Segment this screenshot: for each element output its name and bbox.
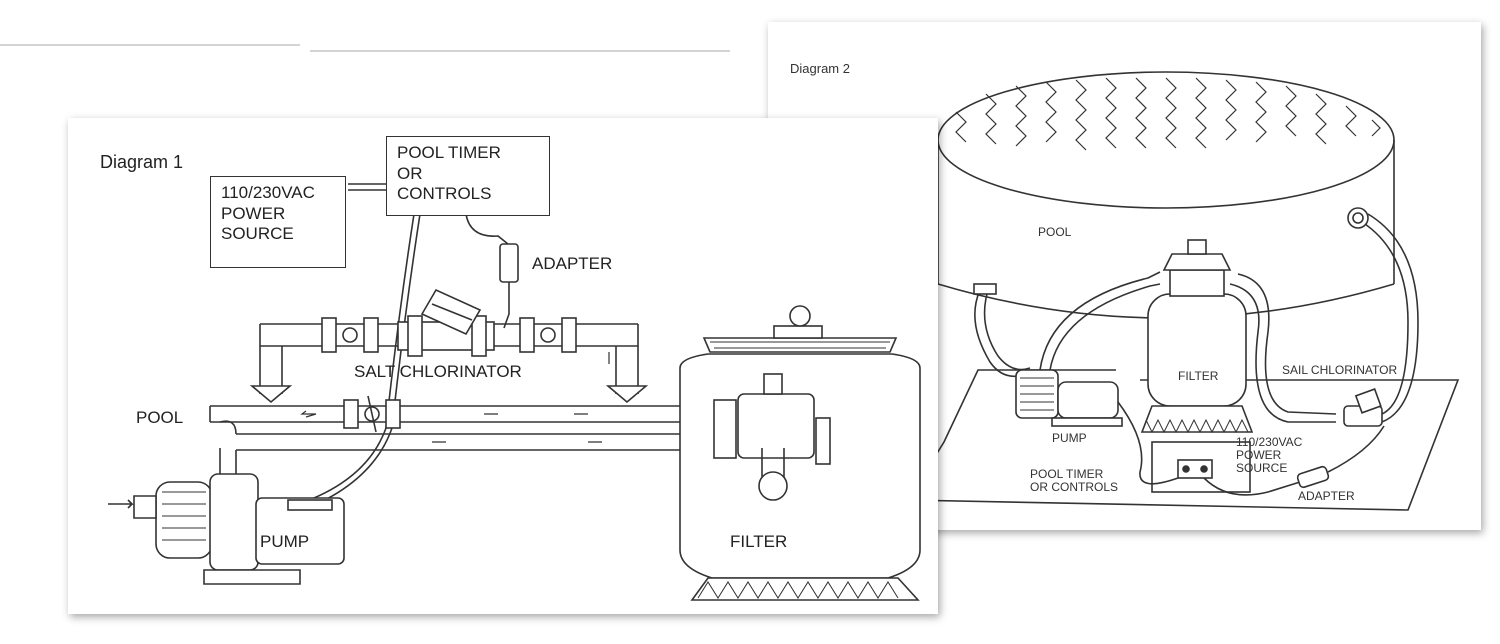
hose-from-pool	[974, 289, 1027, 378]
multiport-valve	[737, 393, 815, 459]
power-source-label: 110/230VAC POWER SOURCE	[1236, 435, 1303, 476]
filter-lid	[702, 337, 898, 353]
diagram-1-title: Diagram 1	[100, 152, 184, 172]
pump-motor	[255, 497, 345, 565]
pool-label: POOL	[1038, 225, 1072, 239]
filter-label: FILTER	[730, 532, 788, 551]
water-pattern	[955, 77, 1381, 151]
adapter-block	[499, 243, 519, 283]
salt-chlorinator-label: SALT CHLORINATOR	[354, 362, 522, 381]
diagram-1-panel: Diagram 1 110/230VAC POWER SOURCE POOL T…	[68, 118, 938, 614]
pool-rim	[937, 71, 1395, 209]
adapter-block	[1296, 465, 1330, 489]
pool-timer-label: POOL TIMER OR CONTROLS	[1030, 467, 1119, 495]
diagram-2-drawing	[906, 71, 1460, 511]
pressure-gauge	[789, 305, 811, 327]
page-edge-rule	[310, 50, 730, 52]
filter-tank	[679, 353, 921, 579]
filter-neck	[1169, 269, 1225, 297]
filter-label: FILTER	[1178, 369, 1219, 383]
pump-motor	[1057, 381, 1119, 419]
chlorinator-label: SAIL CHLORINATOR	[1282, 363, 1398, 377]
power-link-wire	[348, 183, 386, 191]
hose-pump-filter	[1039, 271, 1161, 371]
power-source-box: 110/230VAC POWER SOURCE	[210, 176, 346, 268]
pump-strainer	[209, 473, 259, 571]
pump-base	[203, 569, 301, 585]
pump-volute	[155, 481, 213, 559]
power-cord	[1117, 401, 1179, 485]
filter-body	[1147, 293, 1247, 407]
pool-line-pipe	[210, 405, 680, 423]
adapter-cord	[1203, 477, 1301, 496]
timer-to-adapter-wire	[465, 213, 509, 245]
pool-return-fitting	[1347, 207, 1369, 229]
pump-label: PUMP	[1052, 431, 1087, 445]
diagram-1-drawing	[108, 183, 921, 601]
adapter-label: ADAPTER	[1298, 489, 1355, 503]
pool-label: POOL	[136, 408, 184, 427]
hose-filter-chlorinator	[1237, 273, 1337, 415]
page-edge-rule	[0, 44, 300, 46]
diagram-2-title: Diagram 2	[790, 61, 850, 76]
pool-timer-box: POOL TIMER OR CONTROLS	[386, 136, 550, 216]
pump-label: PUMP	[260, 532, 310, 551]
adapter-label: ADAPTER	[532, 254, 613, 273]
filter-base	[1140, 405, 1254, 433]
pool-wall	[937, 140, 1395, 284]
filter-valve	[1162, 253, 1232, 271]
